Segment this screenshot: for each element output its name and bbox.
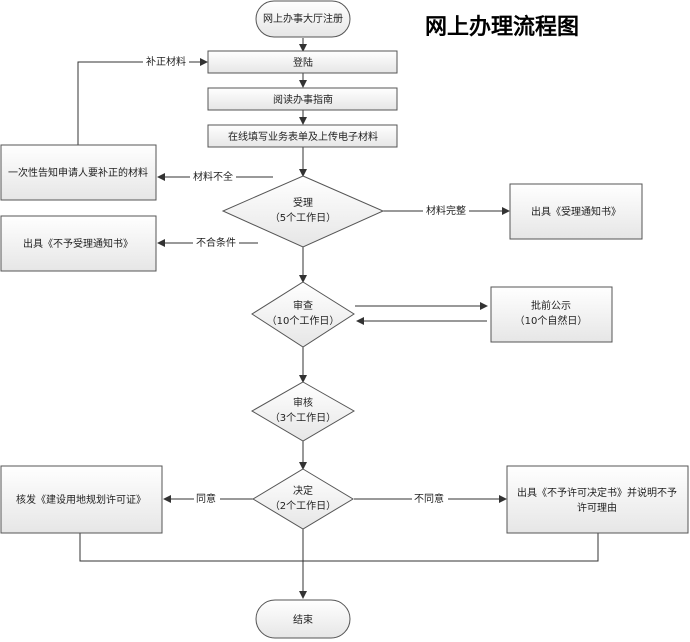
node-issue-accept-notice: 出具《受理通知书》 — [509, 183, 643, 240]
node-accept-duration: （5个工作日） — [270, 212, 336, 224]
node-decide-duration: （2个工作日） — [270, 500, 336, 512]
node-verify: 审核 （3个工作日） — [251, 381, 355, 442]
node-fill-form-label: 在线填写业务表单及上传电子材料 — [228, 130, 378, 143]
node-issue-reject-notice: 出具《不予受理通知书》 — [0, 215, 157, 272]
node-decide: 决定 （2个工作日） — [252, 468, 354, 530]
node-publicity-duration: （10个自然日） — [515, 314, 588, 327]
node-accept: 受理 （5个工作日） — [221, 175, 385, 248]
node-publicity: 批前公示 （10个自然日） — [490, 286, 613, 343]
node-notify-supplement: 一次性告知申请人要补正的材料 — [0, 144, 157, 201]
node-verify-label: 审核 — [293, 396, 313, 409]
node-start: 网上办事大厅注册 — [255, 0, 351, 38]
node-read-guide: 阅读办事指南 — [207, 87, 398, 111]
node-read-guide-label: 阅读办事指南 — [273, 93, 333, 106]
node-issue-permit-label: 核发《建设用地规划许可证》 — [16, 493, 146, 506]
node-end: 结束 — [255, 599, 351, 639]
label-not-qualified: 不合条件 — [196, 236, 236, 249]
edge-labels: 补正材料 材料不全 不合条件 材料完整 同意 不同意 — [143, 55, 469, 505]
label-complete: 材料完整 — [426, 204, 466, 217]
node-publicity-label: 批前公示 — [531, 299, 571, 312]
node-review: 审查 （10个工作日） — [251, 281, 355, 348]
label-incomplete: 材料不全 — [193, 170, 233, 183]
label-disagree: 不同意 — [414, 492, 444, 505]
node-issue-accept-notice-label: 出具《受理通知书》 — [531, 205, 621, 218]
node-accept-label: 受理 — [293, 197, 313, 209]
node-verify-duration: （3个工作日） — [270, 412, 336, 424]
node-login: 登陆 — [207, 50, 398, 74]
node-decide-label: 决定 — [293, 484, 313, 497]
edge-merge — [79, 533, 599, 562]
page-title: 网上办理流程图 — [425, 14, 579, 40]
node-issue-permit: 核发《建设用地规划许可证》 — [0, 465, 163, 534]
node-issue-denial-label-2: 许可理由 — [577, 501, 617, 514]
node-review-label: 审查 — [293, 299, 313, 312]
node-login-label: 登陆 — [293, 56, 313, 69]
node-issue-reject-notice-label: 出具《不予受理通知书》 — [23, 237, 133, 250]
node-issue-denial: 出具《不予许可决定书》并说明不予 许可理由 — [506, 465, 689, 534]
node-start-label: 网上办事大厅注册 — [263, 12, 343, 25]
node-end-label: 结束 — [293, 613, 313, 626]
edge-supplement-login — [77, 58, 208, 145]
node-issue-denial-label: 出具《不予许可决定书》并说明不予 — [517, 486, 677, 499]
node-notify-supplement-label: 一次性告知申请人要补正的材料 — [8, 166, 148, 179]
label-agree: 同意 — [196, 492, 216, 505]
label-supplement: 补正材料 — [146, 55, 186, 68]
node-review-duration: （10个工作日） — [267, 315, 340, 327]
node-fill-form: 在线填写业务表单及上传电子材料 — [207, 124, 398, 148]
